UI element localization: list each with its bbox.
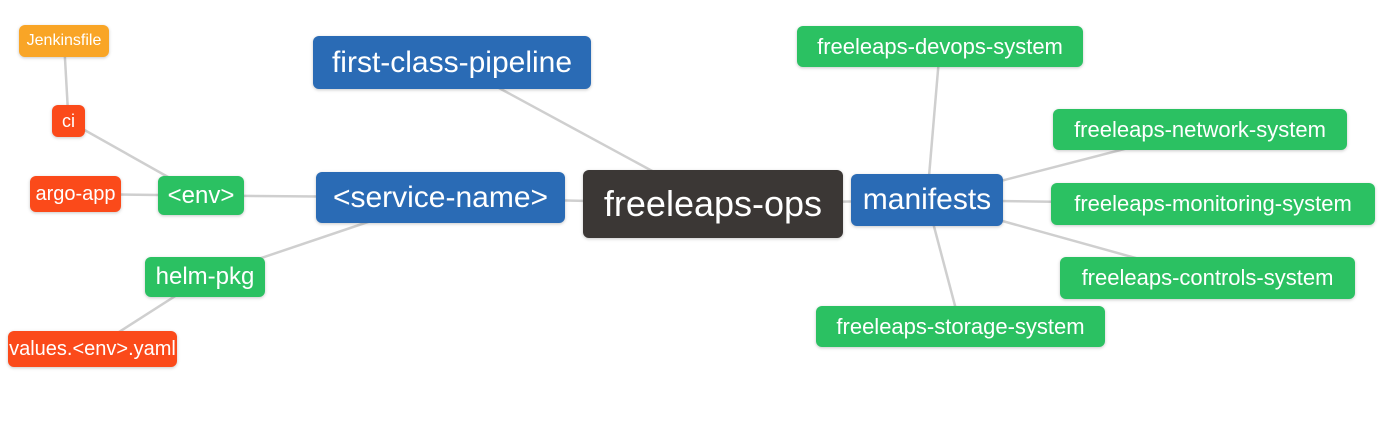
node-freeleaps-storage-system[interactable]: freeleaps-storage-system — [816, 306, 1105, 347]
node-freeleaps-monitoring-system[interactable]: freeleaps-monitoring-system — [1051, 183, 1375, 225]
node-freeleaps-devops-system[interactable]: freeleaps-devops-system — [797, 26, 1083, 67]
node-freeleaps-ops[interactable]: freeleaps-ops — [583, 170, 843, 238]
node-values-env-yaml[interactable]: values.<env>.yaml — [8, 331, 177, 367]
node-jenkinsfile[interactable]: Jenkinsfile — [19, 25, 109, 57]
node-freeleaps-network-system[interactable]: freeleaps-network-system — [1053, 109, 1347, 150]
node-first-class-pipeline[interactable]: first-class-pipeline — [313, 36, 591, 89]
node-ci[interactable]: ci — [52, 105, 85, 137]
node-argo-app[interactable]: argo-app — [30, 176, 121, 212]
node-manifests[interactable]: manifests — [851, 174, 1003, 226]
node-freeleaps-controls-system[interactable]: freeleaps-controls-system — [1060, 257, 1355, 299]
node-service-name[interactable]: <service-name> — [316, 172, 565, 223]
node-env[interactable]: <env> — [158, 176, 244, 215]
node-helm-pkg[interactable]: helm-pkg — [145, 257, 265, 297]
